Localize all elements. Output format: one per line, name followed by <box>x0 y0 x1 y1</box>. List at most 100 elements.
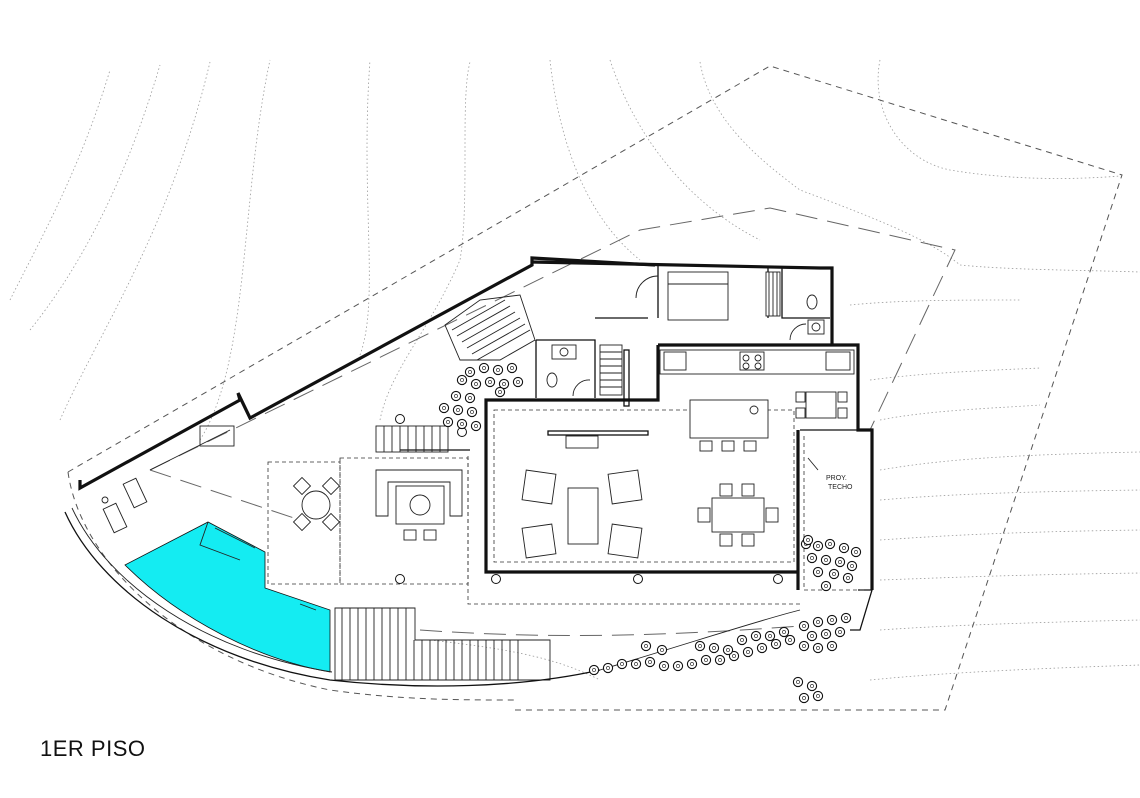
shrub-center <box>844 616 848 620</box>
shrub-icon <box>464 392 476 404</box>
shrub-center <box>842 546 846 550</box>
shrub-center <box>516 380 520 384</box>
shrub-icon <box>442 416 454 428</box>
drawing-title: 1ER PISO <box>40 736 146 761</box>
shrub-icon <box>494 386 506 398</box>
shrub-icon <box>838 542 850 554</box>
shrub-center <box>754 634 758 638</box>
shrub-center <box>832 572 836 576</box>
shrub-icon <box>778 626 790 638</box>
shrub-center <box>496 368 500 372</box>
shrub-icon <box>820 628 832 640</box>
shrub-center <box>774 642 778 646</box>
shrub-icon <box>672 660 684 672</box>
shrub-icon <box>602 662 614 674</box>
shrub-icon <box>656 644 668 656</box>
shrub-center <box>460 378 464 382</box>
shrub-icon <box>820 580 832 592</box>
shrub-icon <box>492 364 504 376</box>
shrub-icon <box>770 638 782 650</box>
shrub-center <box>824 558 828 562</box>
shrub-center <box>460 422 464 426</box>
shrub-center <box>482 366 486 370</box>
shrub-center <box>644 644 648 648</box>
shrub-icon <box>714 654 726 666</box>
shrub-icon <box>806 680 818 692</box>
shrub-icon <box>640 640 652 652</box>
shrub-center <box>788 638 792 642</box>
shrub-icon <box>812 540 824 552</box>
shrub-center <box>810 556 814 560</box>
shrub-center <box>782 630 786 634</box>
planters <box>149 425 235 471</box>
shrub-center <box>828 542 832 546</box>
shrub-icon <box>812 642 824 654</box>
shrub-center <box>510 366 514 370</box>
shrub-icon <box>750 630 762 642</box>
shrub-center <box>726 648 730 652</box>
shrub-icon <box>588 664 600 676</box>
columns <box>395 414 783 584</box>
shrub-center <box>662 664 666 668</box>
shrub-icon <box>644 656 656 668</box>
shrub-center <box>816 544 820 548</box>
dining-table <box>697 483 779 547</box>
shrub-center <box>488 380 492 384</box>
shrub-icon <box>498 378 510 390</box>
shrub-center <box>446 420 450 424</box>
shrub-icon <box>812 566 824 578</box>
shrub-icon <box>806 630 818 642</box>
shrub-center <box>802 644 806 648</box>
shrub-icon <box>850 546 862 558</box>
shrub-icon <box>812 690 824 702</box>
shrub-icon <box>834 626 846 638</box>
shrub-icon <box>802 534 814 546</box>
shrub-center <box>498 390 502 394</box>
shrub-icon <box>512 376 524 388</box>
kitchen-counter <box>659 349 855 375</box>
shrub-icon <box>764 630 776 642</box>
shrub-icon <box>846 560 858 572</box>
shrub-center <box>806 538 810 542</box>
roof-projection-line <box>149 207 956 637</box>
shrub-center <box>810 634 814 638</box>
shrub-icon <box>470 420 482 432</box>
shrub-icon <box>826 640 838 652</box>
shrub-icon <box>470 378 482 390</box>
kitchen-island <box>689 399 769 452</box>
shrub-center <box>830 644 834 648</box>
shrub-icon <box>456 418 468 430</box>
shrub-center <box>816 620 820 624</box>
shrub-icon <box>722 644 734 656</box>
shrub-center <box>768 634 772 638</box>
shrub-center <box>474 424 478 428</box>
shrub-center <box>740 638 744 642</box>
shrub-icon <box>824 538 836 550</box>
roof-projection-area: PROY. TECHO <box>803 436 866 591</box>
shrub-icon <box>798 640 810 652</box>
shrub-center <box>816 694 820 698</box>
shrub-center <box>454 394 458 398</box>
shrub-icon <box>812 616 824 628</box>
shrub-icon <box>464 366 476 378</box>
shrub-icon <box>658 660 670 672</box>
shrub-icon <box>438 402 450 414</box>
shrub-icon <box>728 650 740 662</box>
bathroom <box>789 294 825 341</box>
shrub-icon <box>828 568 840 580</box>
shrub-center <box>676 664 680 668</box>
shrub-center <box>606 666 610 670</box>
lot-boundary <box>67 65 1123 711</box>
shrub-center <box>830 618 834 622</box>
shrub-center <box>468 396 472 400</box>
stair-upper <box>444 294 536 361</box>
powder-room <box>546 344 591 397</box>
bedroom <box>635 271 781 321</box>
shrub-icon <box>840 612 852 624</box>
shrub-center <box>660 648 664 652</box>
shrub-center <box>824 632 828 636</box>
shrubs <box>438 362 862 704</box>
shrub-center <box>796 680 800 684</box>
terrace-lounge-set <box>375 469 463 541</box>
